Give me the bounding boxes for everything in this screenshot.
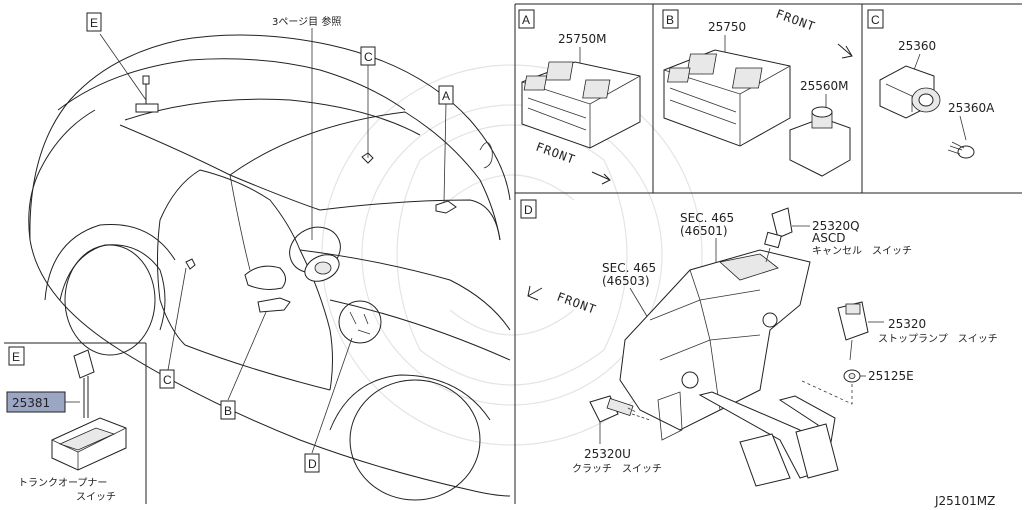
page-ref-note: 3ページ目 参照 xyxy=(272,15,341,28)
part-25320q: 25320Q xyxy=(812,219,860,233)
watermark xyxy=(321,64,703,446)
callout-c-upper: C xyxy=(360,46,376,66)
sec-465-46503-num: (46503) xyxy=(602,274,650,288)
callout-e: E xyxy=(86,12,102,32)
panel-d: D SEC. 465 (46501) SEC. 465 (46503) FRON… xyxy=(520,199,998,487)
panel-d-front: FRONT xyxy=(555,290,598,317)
callout-b: B xyxy=(220,400,236,420)
panel-e: E 25381 トランクオープナー スイッチ xyxy=(6,346,127,503)
part-25560m: 25560M xyxy=(800,79,849,93)
sec-465-46501-code: SEC. 465 xyxy=(680,211,734,225)
panel-b-front: FRONT xyxy=(774,7,817,34)
panel-frames xyxy=(4,3,1022,504)
part-25320q-ascd: ASCD xyxy=(812,231,845,245)
part-25381: 25381 xyxy=(12,396,50,410)
panel-c: C 25360 25360A xyxy=(867,9,995,159)
callout-d: D xyxy=(304,453,320,473)
panel-a-front: FRONT xyxy=(534,140,577,167)
part-25360: 25360 xyxy=(898,39,936,53)
diagram-id: J25101MZ xyxy=(934,494,995,508)
part-25320q-name: キャンセル スイッチ xyxy=(812,245,912,257)
callout-e-label: E xyxy=(90,16,98,30)
callout-a: A xyxy=(438,85,454,105)
panel-e-letter: E xyxy=(12,350,20,364)
panel-b: B 25750 FRONT 25560M xyxy=(662,7,853,177)
callout-b-label: B xyxy=(224,404,232,418)
panel-a-letter: A xyxy=(522,13,530,27)
part-25381-name-1: トランクオープナー xyxy=(18,477,107,489)
callout-c-upper-label: C xyxy=(364,50,373,64)
callout-d-label: D xyxy=(308,457,317,471)
callout-c-lower: C xyxy=(159,369,175,389)
callout-c-lower-label: C xyxy=(163,373,172,387)
part-25320: 25320 xyxy=(888,317,926,331)
car-illustration xyxy=(28,34,511,501)
panel-d-letter: D xyxy=(524,203,533,217)
car-leaders xyxy=(99,28,447,454)
callout-a-label: A xyxy=(442,89,450,103)
part-25125e: 25125E xyxy=(868,369,914,383)
sec-465-46501-num: (46501) xyxy=(680,224,728,238)
panel-c-letter: C xyxy=(871,13,880,27)
part-25750m: 25750M xyxy=(558,32,607,46)
car-part-marks xyxy=(135,75,457,344)
part-25320u-name: クラッチ スイッチ xyxy=(572,463,662,475)
part-25750: 25750 xyxy=(708,20,746,34)
sec-465-46503-code: SEC. 465 xyxy=(602,261,656,275)
panel-b-letter: B xyxy=(666,13,674,27)
part-25360a: 25360A xyxy=(948,101,995,115)
panel-a: A 25750M FRONT xyxy=(518,9,641,185)
part-25320-name: ストップランプ スイッチ xyxy=(878,333,998,345)
part-25381-name-2: スイッチ xyxy=(76,491,116,503)
part-25320u: 25320U xyxy=(584,447,631,461)
